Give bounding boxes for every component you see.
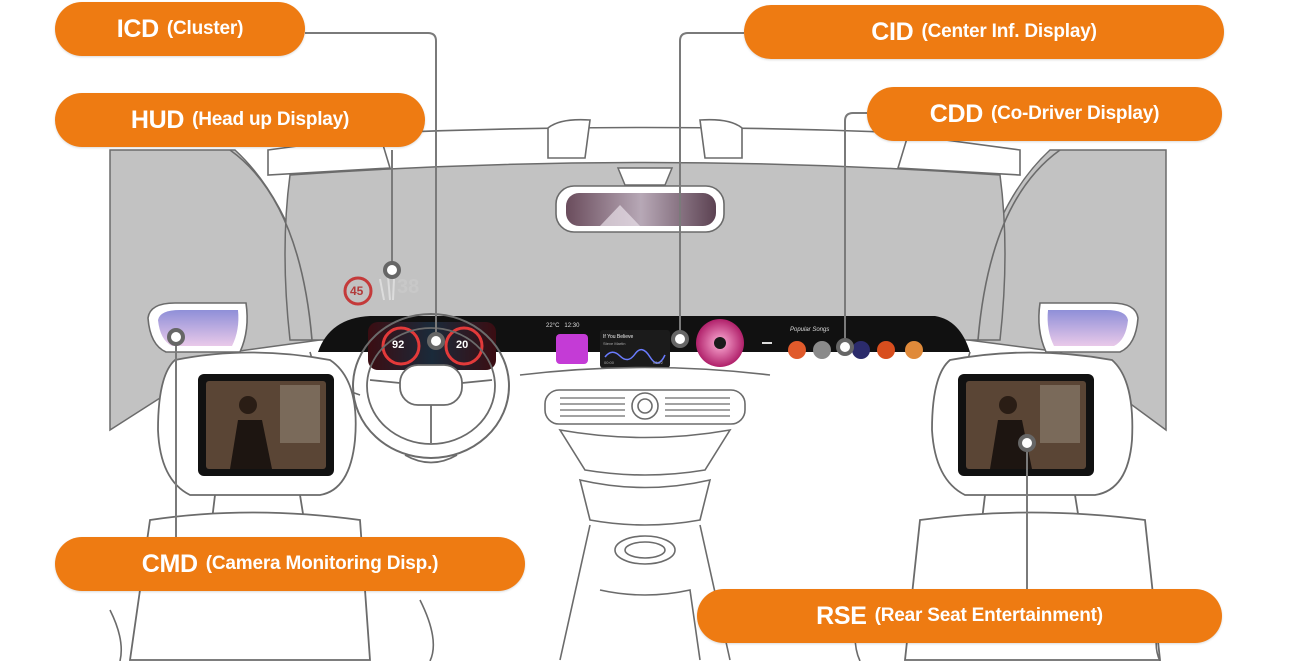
hud-speed-limit: 45 — [350, 284, 364, 298]
left-side-mirror — [147, 302, 248, 353]
pillar-to-pillar-display — [318, 316, 970, 370]
rearview-mirror — [555, 167, 725, 233]
callout-rse-full: (Rear Seat Entertainment) — [874, 605, 1104, 626]
rse-screen-left — [198, 374, 334, 476]
right-side-mirror — [1038, 302, 1139, 353]
callout-rse: RSE (Rear Seat Entertainment) — [697, 589, 1222, 643]
callout-cid-full: (Center Inf. Display) — [921, 21, 1097, 42]
callout-icd-full: (Cluster) — [166, 18, 244, 39]
callout-hud-full: (Head up Display) — [192, 109, 350, 130]
callout-cid: CID (Center Inf. Display) — [744, 5, 1224, 59]
callout-cdd: CDD (Co-Driver Display) — [867, 87, 1222, 141]
marker-dots — [167, 261, 1036, 452]
callout-hud: HUD (Head up Display) — [55, 93, 425, 147]
cid-track-title: If You Believe — [603, 334, 634, 340]
callout-cmd: CMD (Camera Monitoring Disp.) — [55, 537, 525, 591]
callout-cdd-full: (Co-Driver Display) — [990, 103, 1160, 124]
hud-projection — [343, 275, 395, 306]
cid-time-end: 03:22 — [653, 360, 664, 365]
hud-speed-value: 38 — [397, 276, 420, 298]
callout-rse-abbr: RSE — [816, 601, 867, 630]
leader-lines — [175, 32, 1028, 589]
callout-cdd-abbr: CDD — [929, 99, 984, 128]
cid-time-start: 00:00 — [604, 360, 615, 365]
cid-track-artist: Steve Martin — [603, 341, 626, 346]
callout-icd-abbr: ICD — [116, 14, 159, 43]
callout-hud-abbr: HUD — [130, 105, 185, 134]
callout-icd: ICD (Cluster) — [55, 2, 305, 56]
callout-cmd-full: (Camera Monitoring Disp.) — [205, 553, 439, 574]
callout-cmd-abbr: CMD — [141, 549, 198, 578]
cid-status: 22°C 12:30 — [546, 323, 580, 329]
windshield — [284, 161, 1006, 341]
callout-cid-abbr: CID — [871, 17, 914, 46]
steering-wheel — [352, 313, 510, 464]
rse-screen-right — [958, 374, 1094, 476]
cluster-right-value: 20 — [456, 339, 469, 351]
cdd-playlist-label: Popular Songs — [790, 327, 830, 333]
cluster-left-value: 92 — [392, 339, 405, 351]
